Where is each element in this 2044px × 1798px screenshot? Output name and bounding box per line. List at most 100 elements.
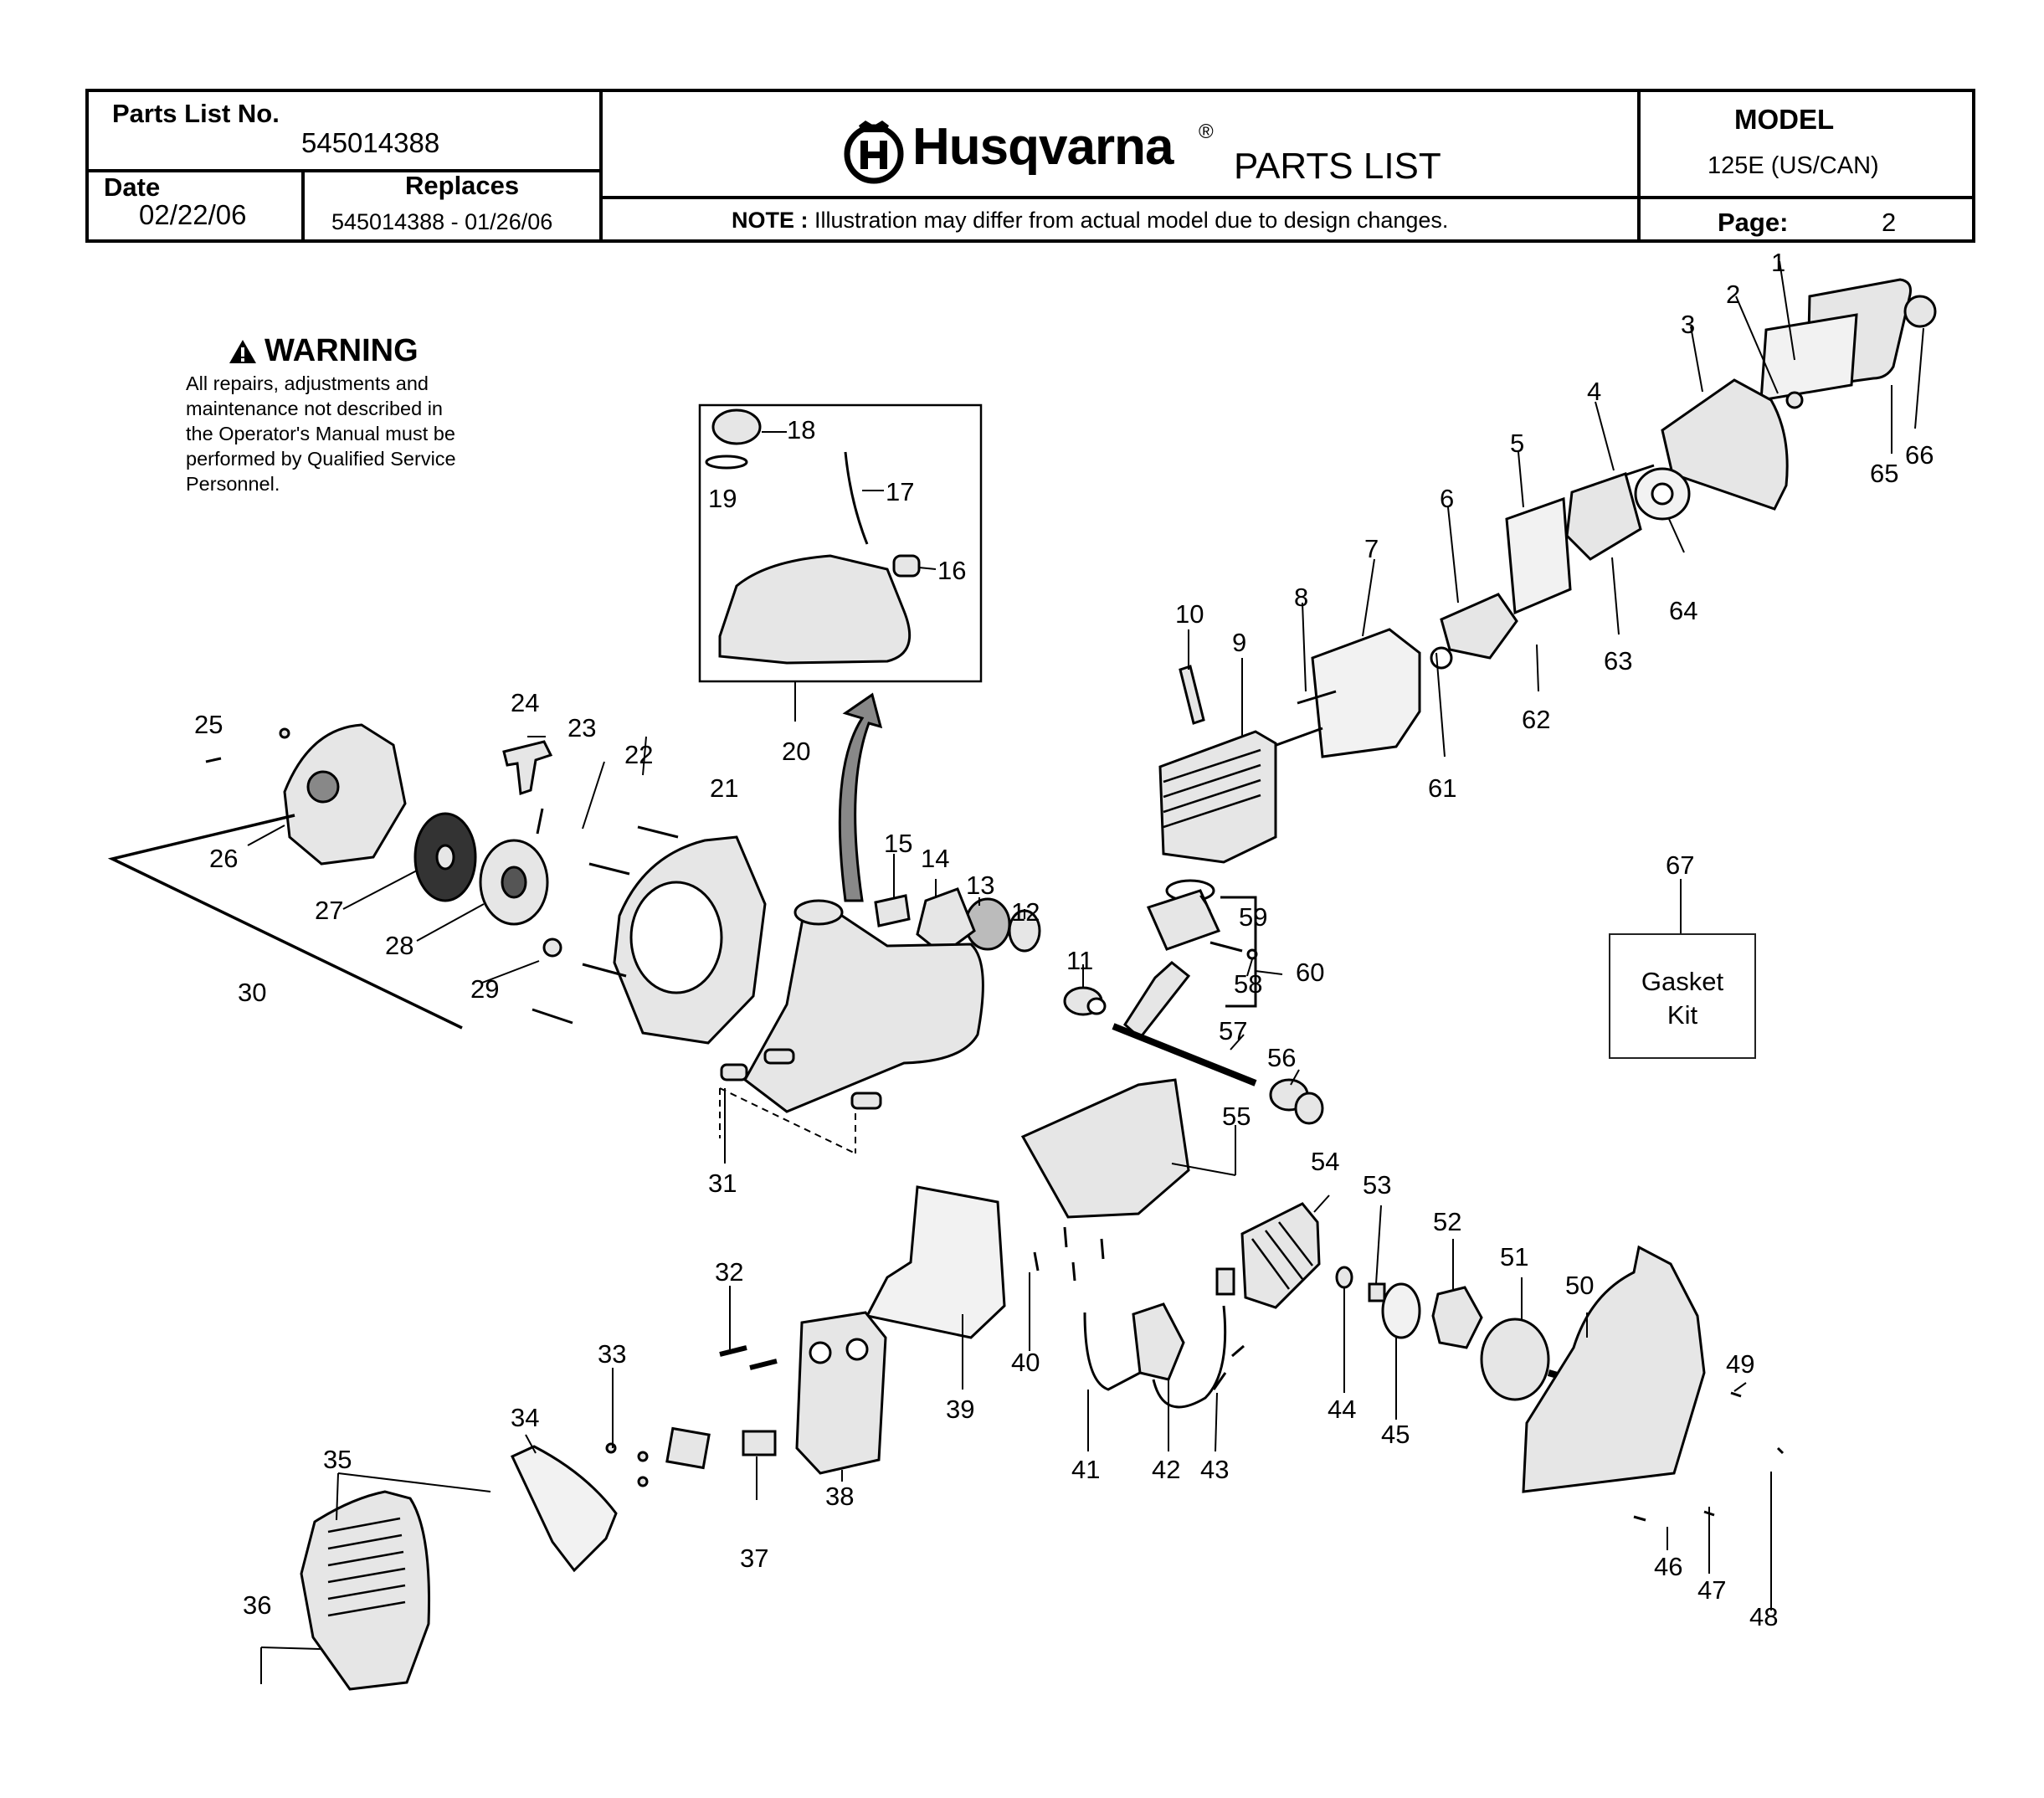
callout-21: 21 <box>710 773 739 803</box>
air-filter-housing <box>1661 378 1789 511</box>
housing-bolt <box>637 825 679 839</box>
callout-67: 67 <box>1666 850 1695 880</box>
replaces-value: 545014388 - 01/26/06 <box>331 209 553 234</box>
connecting-rod <box>1123 961 1191 1040</box>
crankcase-bolt <box>1033 1251 1040 1271</box>
callout-12: 12 <box>1011 897 1040 927</box>
carburetor <box>1565 472 1642 561</box>
clutch-shoe <box>1431 1286 1483 1349</box>
muffler-bolt <box>749 1359 778 1370</box>
exhaust-heat-shield <box>865 1185 1006 1339</box>
choke-link <box>1623 464 1655 477</box>
rubber-mount <box>763 1048 795 1065</box>
warning-line: performed by Qualified Service <box>186 448 456 470</box>
parts-list-no: 545014388 <box>301 127 440 158</box>
inset-arrow <box>838 692 883 902</box>
fuel-line <box>844 451 869 545</box>
callout-43: 43 <box>1200 1455 1230 1484</box>
husqvarna-crown-logo <box>842 117 906 184</box>
warning-line: maintenance not described in <box>186 398 444 419</box>
callout-51: 51 <box>1500 1242 1529 1271</box>
callout-18: 18 <box>787 415 816 444</box>
callout-54: 54 <box>1311 1147 1340 1176</box>
callout-61: 61 <box>1428 773 1457 803</box>
parts-list-title: PARTS LIST <box>1234 146 1441 187</box>
crankcase-bolt <box>1100 1238 1105 1260</box>
callout-47: 47 <box>1697 1575 1727 1605</box>
warning-line: All repairs, adjustments and <box>186 372 429 394</box>
ignition-lead <box>1083 1312 1141 1391</box>
housing-bolt <box>582 963 627 978</box>
callout-60: 60 <box>1296 958 1325 987</box>
starter-handle <box>502 740 553 796</box>
callout-11: 11 <box>1066 946 1094 975</box>
piston-pin <box>1209 941 1243 953</box>
gasket-kit-line1: Gasket <box>1641 967 1724 996</box>
parts-list-no-label: Parts List No. <box>112 99 280 128</box>
cylinder-bolt <box>1297 690 1337 705</box>
muffler-cover <box>300 1490 431 1691</box>
starter-rope <box>536 808 544 835</box>
screw <box>605 1442 617 1454</box>
warning-block: WARNING All repairs, adjustments and mai… <box>186 333 537 496</box>
rewind-assembly-bracket <box>107 814 463 1030</box>
gasket-kit-line2: Kit <box>1667 1000 1698 1030</box>
inset-fuel-tank <box>718 554 912 665</box>
callout-28: 28 <box>385 931 414 960</box>
date-value: 02/22/06 <box>139 199 247 230</box>
callout-16: 16 <box>937 556 967 585</box>
cylinder <box>1158 730 1277 864</box>
brand-name: Husqvarna <box>912 118 1174 176</box>
spacer <box>1368 1282 1386 1302</box>
flywheel <box>1240 1202 1321 1309</box>
callout-58: 58 <box>1234 969 1263 999</box>
washer <box>1785 391 1804 409</box>
callout-8: 8 <box>1294 583 1309 612</box>
callout-30: 30 <box>238 978 267 1007</box>
bearing <box>1294 1092 1324 1125</box>
warning-triangle-icon <box>229 339 256 363</box>
ignition-module <box>1132 1302 1185 1381</box>
starter-cover <box>283 723 407 866</box>
callout-44: 44 <box>1328 1395 1357 1424</box>
warning-line: Personnel. <box>186 473 280 495</box>
cover-knob <box>1903 295 1937 328</box>
flywheel-washer <box>1335 1266 1353 1289</box>
insulator-plate <box>1311 628 1421 758</box>
callout-59: 59 <box>1239 902 1268 932</box>
registered-mark: ® <box>1199 121 1214 143</box>
fuel-filter <box>892 554 921 578</box>
callout-3: 3 <box>1681 310 1696 339</box>
warning-heading: WARNING <box>228 333 537 369</box>
callout-7: 7 <box>1364 534 1379 563</box>
callout-34: 34 <box>511 1403 540 1432</box>
callout-24: 24 <box>511 688 540 717</box>
callout-64: 64 <box>1669 596 1698 625</box>
callout-56: 56 <box>1267 1043 1297 1072</box>
spark-plug <box>1179 665 1205 725</box>
crankcase-bolt <box>1063 1226 1068 1248</box>
clutch-housing <box>1522 1245 1706 1493</box>
callout-27: 27 <box>315 896 344 925</box>
housing-bolt <box>532 1008 573 1025</box>
exhaust-deflector <box>510 1445 618 1573</box>
callout-26: 26 <box>209 844 239 873</box>
callout-6: 6 <box>1440 484 1455 513</box>
callout-50: 50 <box>1565 1271 1595 1300</box>
callout-48: 48 <box>1749 1602 1779 1631</box>
date-label: Date <box>104 172 161 202</box>
fuel-cap <box>711 408 762 445</box>
callout-52: 52 <box>1433 1207 1462 1236</box>
callout-66: 66 <box>1905 440 1934 470</box>
callout-42: 42 <box>1152 1455 1181 1484</box>
starter-pulley <box>916 887 976 956</box>
air-filter <box>1759 313 1858 402</box>
crankshaft-shaft <box>1112 1023 1257 1087</box>
muffler-bolt <box>719 1345 747 1357</box>
callout-14: 14 <box>921 844 950 873</box>
callout-38: 38 <box>825 1482 855 1511</box>
rewind-nut <box>542 938 562 958</box>
callout-63: 63 <box>1604 646 1633 676</box>
housing-bolt <box>588 862 630 876</box>
